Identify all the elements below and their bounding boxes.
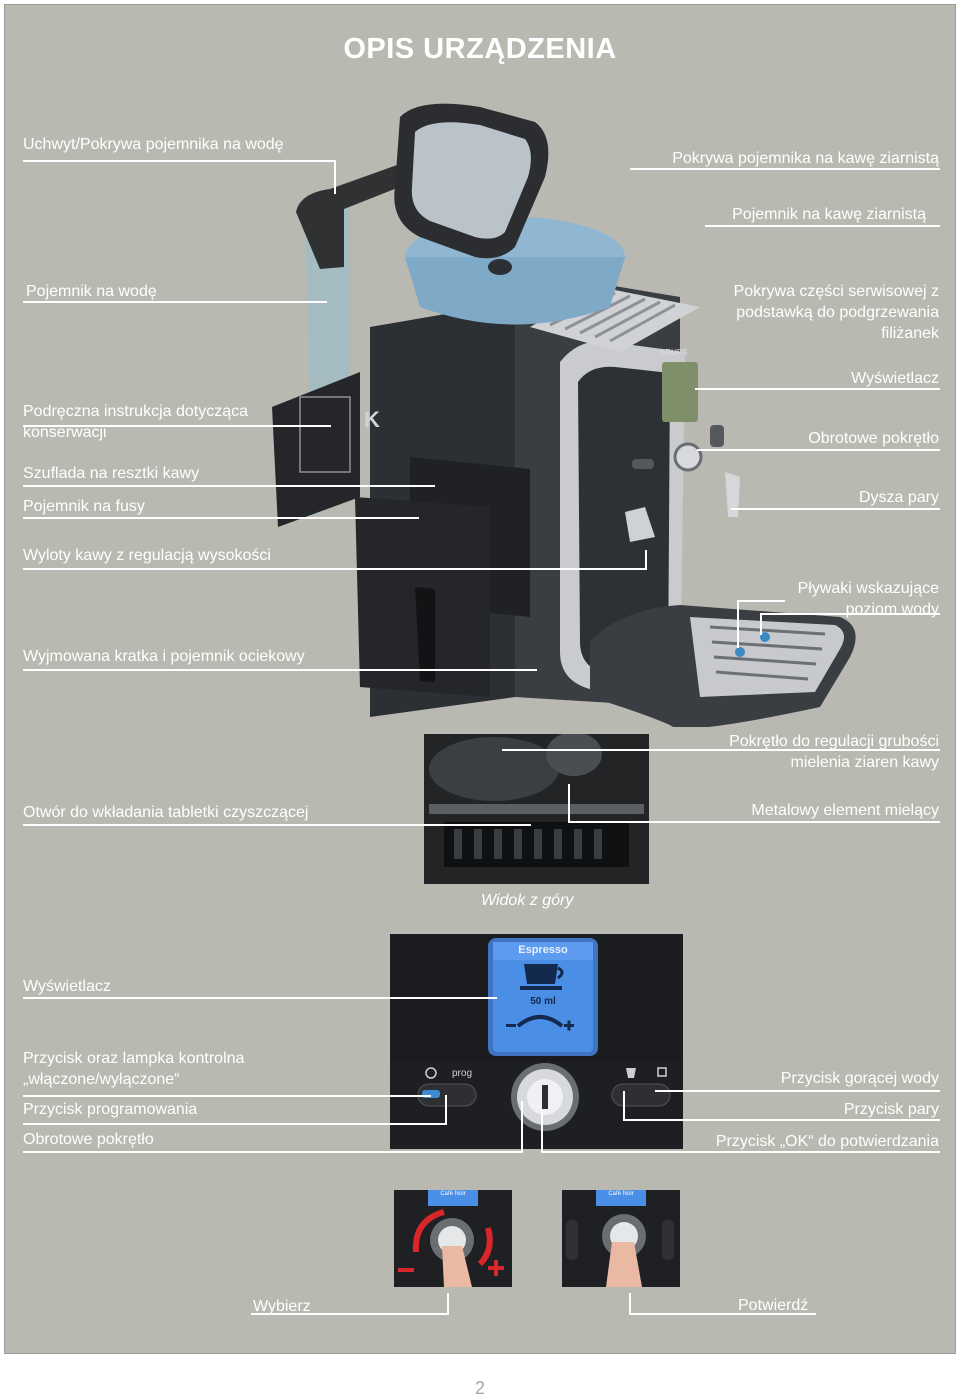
label-steam-button: Przycisk pary xyxy=(843,1101,939,1118)
page-number: 2 xyxy=(474,1378,485,1398)
label-display-panel: Wyświetlacz xyxy=(23,978,111,995)
callout-line xyxy=(623,1091,625,1121)
label-service-cover-3: filiżanek xyxy=(881,325,939,342)
label-rotary-knob-panel: Obrotowe pokrętło xyxy=(23,1131,154,1148)
label-coffee-outlets: Wyloty kawy z regulacją wysokości xyxy=(23,547,271,564)
callout-line xyxy=(23,160,335,162)
callout-line xyxy=(697,449,940,451)
label-grinder: Metalowy element mielący xyxy=(751,802,939,819)
callout-line xyxy=(23,517,419,519)
page-panel: OPIS URZĄDZENIA KRUPS xyxy=(4,4,956,1354)
callout-line xyxy=(502,749,940,751)
callout-line xyxy=(541,1151,940,1153)
cup-icon xyxy=(524,964,558,984)
coffee-machine-illustration: KRUPS K xyxy=(272,103,856,727)
callout-line xyxy=(23,1151,523,1153)
callout-line xyxy=(334,160,336,194)
callout-line xyxy=(645,550,647,570)
callout-line xyxy=(760,613,762,635)
callout-line xyxy=(23,669,537,671)
prog-button-label: prog xyxy=(452,1068,473,1079)
select-screen-text: Café Noir xyxy=(440,1191,466,1197)
callout-line xyxy=(695,388,940,390)
callout-line xyxy=(23,824,531,826)
callout-line xyxy=(23,568,647,570)
rotate-arrow-icon xyxy=(412,1209,445,1253)
label-floats-2: poziom wody xyxy=(845,601,939,618)
callout-line xyxy=(629,1293,631,1315)
label-grounds-drawer: Szuflada na resztki kawy xyxy=(23,465,200,482)
steam-icon xyxy=(626,1068,636,1078)
callout-line xyxy=(23,997,497,999)
label-display-top: Wyświetlacz xyxy=(851,370,939,387)
confirm-illustration xyxy=(562,1190,680,1287)
display-header: Espresso xyxy=(518,944,568,956)
callout-line xyxy=(655,1090,940,1092)
caption-top-view: Widok z góry xyxy=(481,892,574,909)
label-water-tank-handle: Uchwyt/Pokrywa pojemnika na wodę xyxy=(23,136,284,153)
callout-line xyxy=(760,613,940,615)
label-grounds-container: Pojemnik na fusy xyxy=(23,498,145,515)
label-steam-nozzle: Dysza pary xyxy=(858,489,939,506)
select-illustration xyxy=(394,1190,512,1287)
callout-line xyxy=(568,821,940,823)
callout-line xyxy=(630,168,940,170)
label-drip-tray: Wyjmowana kratka i pojemnik ociekowy xyxy=(23,648,305,665)
callout-line xyxy=(23,485,435,487)
callout-line xyxy=(23,425,331,427)
label-hot-water: Przycisk gorącej wody xyxy=(780,1070,939,1087)
control-panel-illustration: Espresso 50 ml prog xyxy=(390,934,683,1149)
callout-line xyxy=(541,1110,543,1153)
label-service-cover-1: Pokrywa części serwisowej z xyxy=(733,283,939,300)
callout-line xyxy=(521,1101,523,1153)
label-select: Wybierz xyxy=(253,1298,311,1315)
label-prog-button: Przycisk programowania xyxy=(23,1101,198,1118)
callout-line xyxy=(445,1095,447,1125)
callout-line xyxy=(737,600,785,602)
callout-line xyxy=(447,1293,449,1315)
label-ok-button: Przycisk „OK“ do potwierdzania xyxy=(715,1133,939,1150)
label-floats-1: Pływaki wskazujące xyxy=(797,580,939,597)
callout-line xyxy=(737,600,739,648)
callout-line xyxy=(23,301,327,303)
label-bean-lid: Pokrywa pojemnika na kawę ziarnistą xyxy=(672,150,939,167)
top-view-illustration xyxy=(424,734,649,884)
callout-line xyxy=(23,1123,447,1125)
display-volume: 50 ml xyxy=(530,996,556,1007)
confirm-screen-text: Café Noir xyxy=(608,1191,634,1197)
callout-line xyxy=(23,1095,431,1097)
callout-line xyxy=(705,225,940,227)
callout-line xyxy=(731,508,940,510)
power-icon xyxy=(425,1067,437,1079)
label-grind-knob-2: mielenia ziaren kawy xyxy=(790,754,939,771)
label-manual-2: konserwacji xyxy=(23,424,107,441)
hot-water-icon xyxy=(657,1067,667,1077)
label-power-2: „włączone/wyłączone“ xyxy=(23,1071,180,1088)
callout-line xyxy=(629,1313,816,1315)
label-bean-container: Pojemnik na kawę ziarnistą xyxy=(732,206,926,223)
label-rotary-knob-top: Obrotowe pokrętło xyxy=(808,430,939,447)
svg-text:K: K xyxy=(364,407,380,432)
callout-line xyxy=(623,1119,940,1121)
label-water-tank: Pojemnik na wodę xyxy=(26,283,157,300)
callout-line xyxy=(251,1313,449,1315)
label-power-1: Przycisk oraz lampka kontrolna xyxy=(23,1050,245,1067)
callout-line xyxy=(568,784,570,823)
label-manual-1: Podręczna instrukcja dotycząca xyxy=(23,403,248,420)
label-service-cover-2: podstawką do podgrzewania xyxy=(736,304,939,321)
label-confirm: Potwierdź xyxy=(738,1297,809,1314)
label-grind-knob-1: Pokrętło do regulacji grubości xyxy=(729,733,939,750)
svg-text:KRUPS: KRUPS xyxy=(660,348,688,357)
page-title: OPIS URZĄDZENIA xyxy=(343,33,617,65)
label-tablet-opening: Otwór do wkładania tabletki czyszczącej xyxy=(23,804,309,821)
